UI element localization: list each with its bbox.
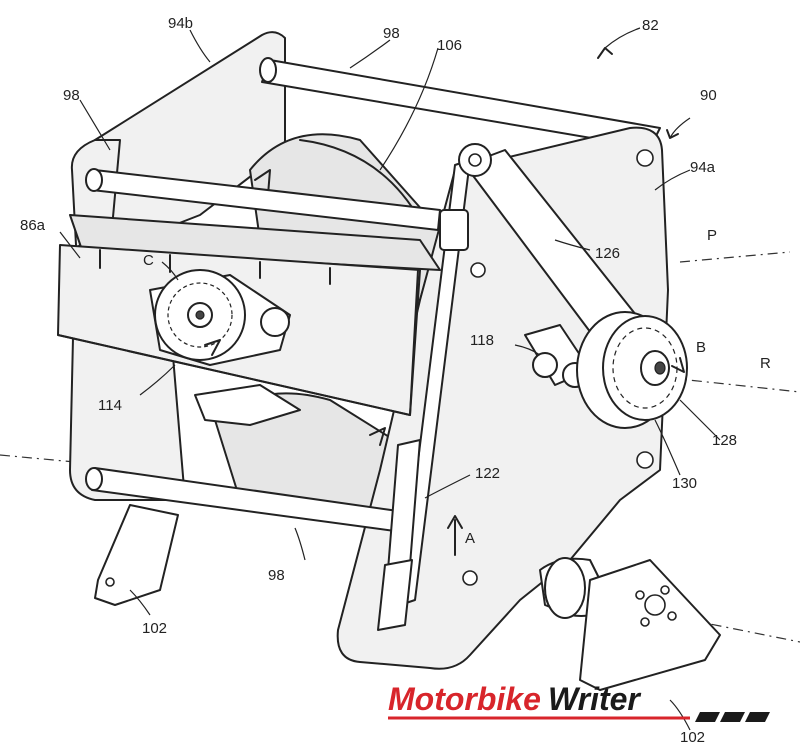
label-128: 128 (712, 432, 737, 449)
label-p: P (707, 227, 717, 244)
label-130: 130 (672, 475, 697, 492)
left-foot (94, 504, 179, 606)
label-106: 106 (437, 37, 462, 54)
label-86a: 86a (20, 217, 46, 234)
box-bracket (194, 384, 301, 426)
label-94a: 94a (690, 159, 716, 176)
label-r: R (760, 355, 771, 372)
label-102-left: 102 (142, 620, 167, 637)
left-rod (85, 168, 441, 231)
watermark-right: Writer (548, 681, 641, 717)
right-foot (539, 557, 721, 691)
watermark: Motorbike Writer (388, 681, 770, 722)
label-90: 90 (700, 87, 717, 104)
label-114: 114 (98, 397, 122, 414)
label-118: 118 (470, 332, 494, 349)
label-102-right: 102 (680, 729, 705, 746)
label-98-top: 98 (383, 25, 400, 42)
label-98-left: 98 (63, 87, 80, 104)
reference-labels: 82 90 94b 94a 98 98 98 106 86a C P R B A… (20, 15, 771, 746)
label-82: 82 (642, 17, 659, 34)
wheel-130 (576, 311, 688, 429)
label-94b: 94b (168, 15, 193, 32)
actuator-122 (377, 159, 471, 631)
label-126: 126 (595, 245, 620, 262)
arrow-a (447, 515, 463, 556)
label-122: 122 (475, 465, 500, 482)
label-c: C (143, 252, 154, 269)
plate-holes (462, 149, 654, 586)
motor-114 (149, 269, 291, 366)
label-a: A (465, 530, 475, 547)
watermark-left: Motorbike (388, 681, 541, 717)
label-b: B (696, 339, 706, 356)
label-98-bottom: 98 (268, 567, 285, 584)
leader-lines (59, 27, 721, 731)
